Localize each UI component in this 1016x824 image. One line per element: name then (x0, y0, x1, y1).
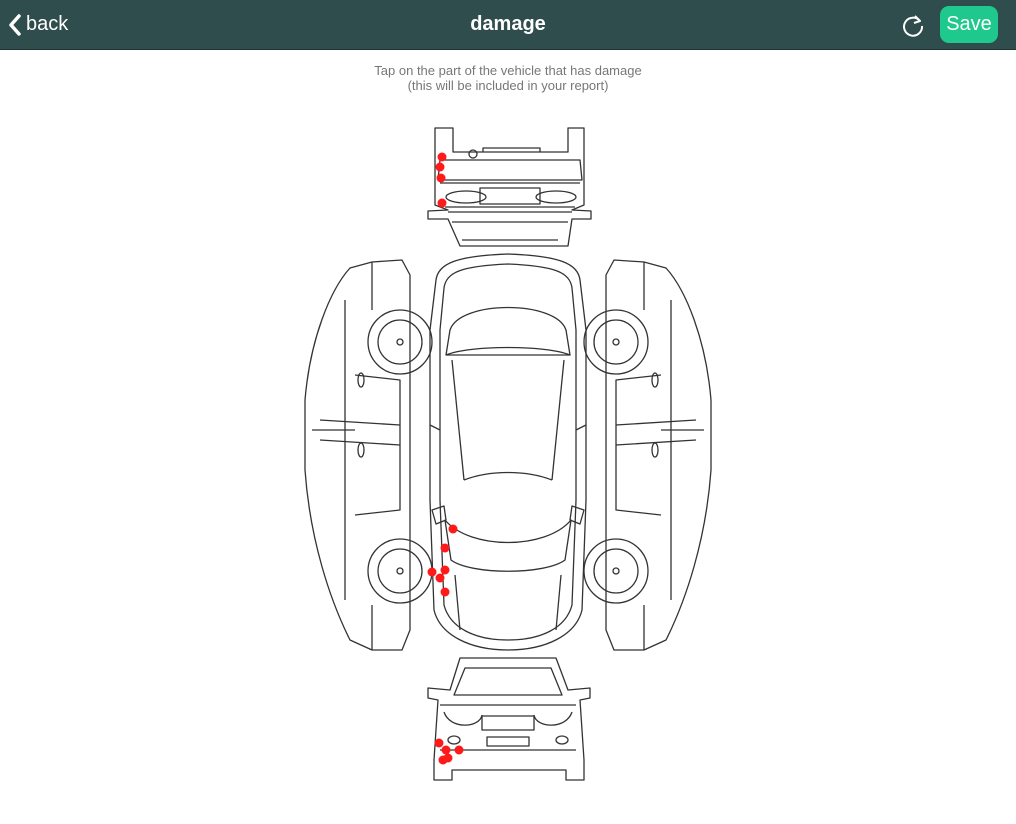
damage-dot (454, 745, 464, 755)
instruction-line-1: Tap on the part of the vehicle that has … (374, 63, 642, 78)
damage-dot (448, 524, 458, 534)
instructions: Tap on the part of the vehicle that has … (0, 63, 1016, 93)
vehicle-front-view[interactable] (427, 127, 592, 247)
save-button[interactable]: Save (940, 6, 998, 43)
back-label: back (26, 13, 69, 35)
instruction-line-2: (this will be included in your report) (407, 78, 609, 93)
damage-dot (427, 567, 437, 577)
vehicle-rear-view[interactable] (427, 657, 591, 781)
damage-dot (437, 198, 447, 208)
damage-dot (435, 162, 445, 172)
vehicle-right-side-view[interactable] (583, 259, 712, 651)
back-button[interactable]: back (8, 0, 68, 49)
top-bar: back damage Save (0, 0, 1016, 50)
damage-dot (435, 573, 445, 583)
damage-dot (440, 543, 450, 553)
vehicle-top-view[interactable] (429, 253, 587, 651)
damage-marks (427, 152, 464, 765)
chevron-left-icon (9, 13, 21, 36)
refresh-icon[interactable] (900, 12, 926, 38)
damage-dot (437, 152, 447, 162)
damage-dot (441, 745, 451, 755)
damage-dot (436, 173, 446, 183)
damage-dot (440, 587, 450, 597)
damage-dot (440, 565, 450, 575)
damage-dot (434, 738, 444, 748)
vehicle-left-side-view[interactable] (304, 259, 433, 651)
damage-dot (443, 753, 453, 763)
